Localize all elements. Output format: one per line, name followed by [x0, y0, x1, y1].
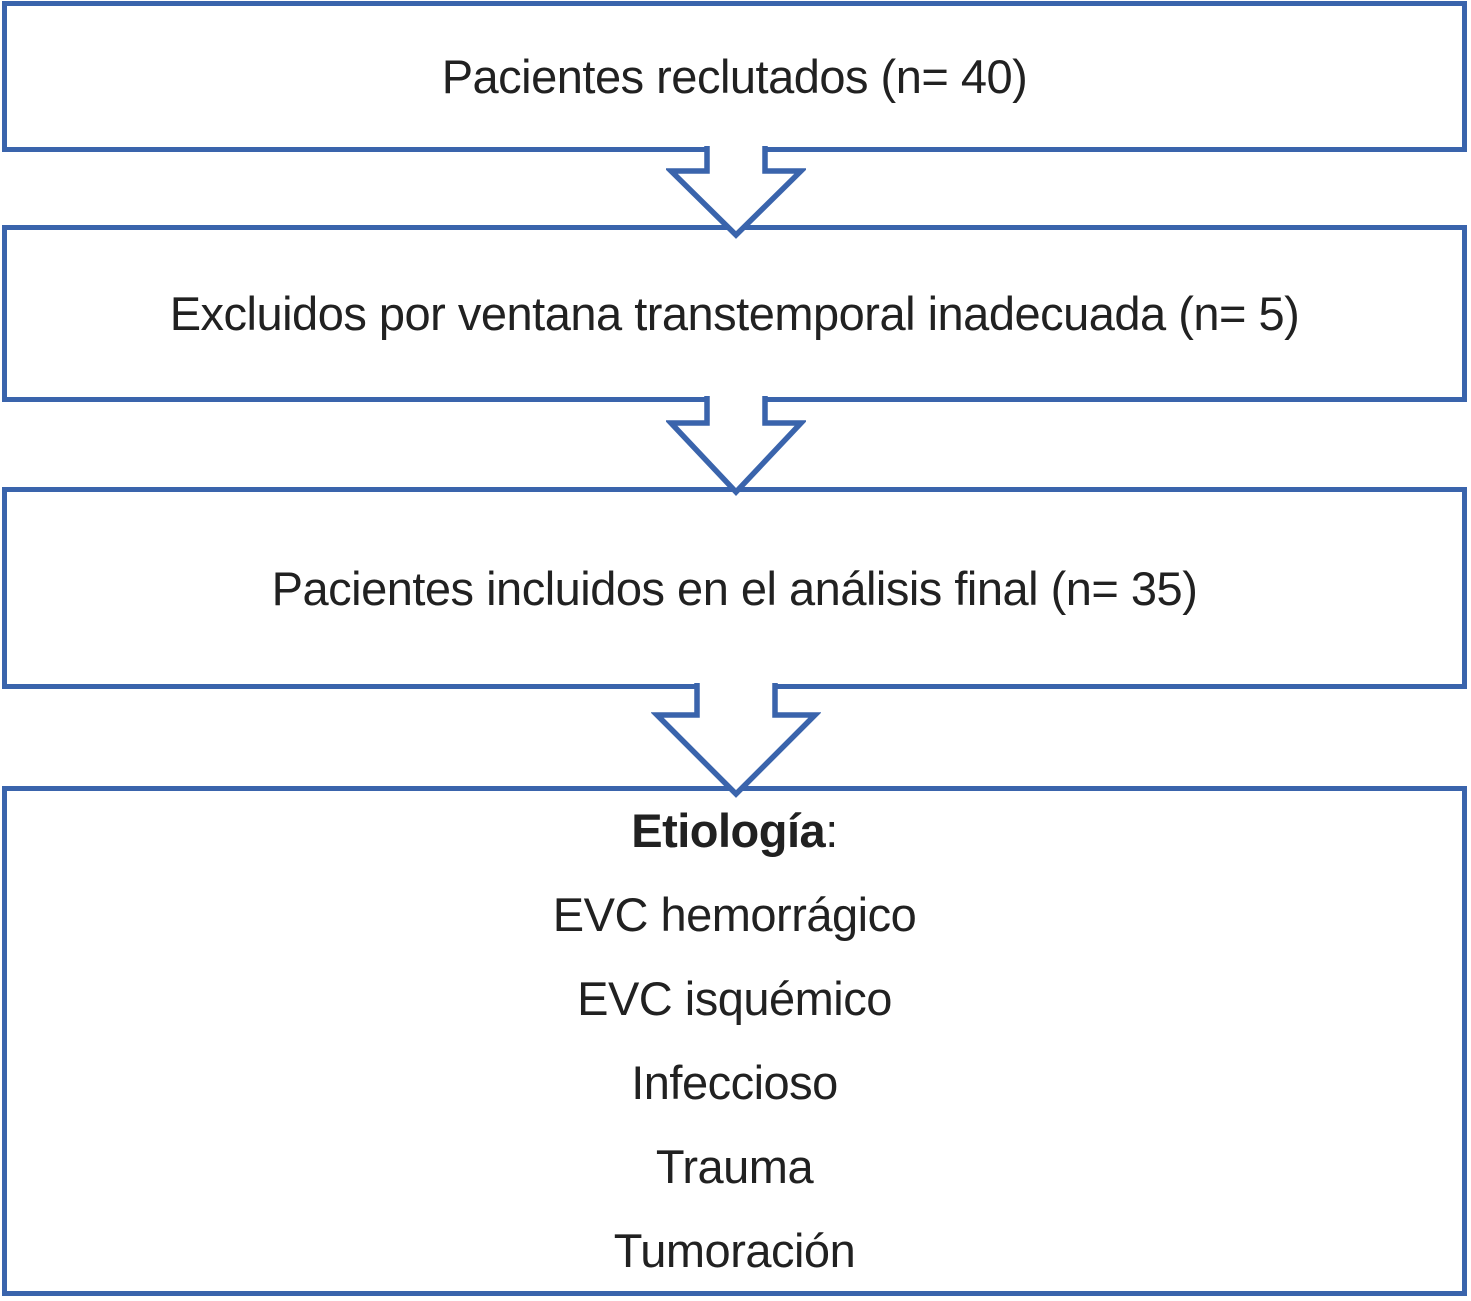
etiology-item-evc-isquemico: EVC isquémico: [577, 972, 892, 1025]
down-arrow-shape: [651, 683, 821, 798]
etiology-title: Etiología:: [553, 789, 916, 873]
etiology-item-tumoracion: Tumoración: [613, 1224, 856, 1277]
etiology-title-text: Etiología: [631, 804, 826, 857]
etiology-item-evc-hemorragico: EVC hemorrágico: [552, 888, 917, 941]
down-arrow-shape: [666, 146, 806, 239]
box-incluidos-analisis-final-label: Pacientes incluidos en el análisis final…: [271, 561, 1198, 615]
etiology-item-infeccioso: Infeccioso: [631, 1056, 838, 1109]
box-etiologia: Etiología: EVC hemorrágico EVC isquémico…: [2, 786, 1467, 1296]
down-arrow-icon: [666, 396, 806, 497]
down-arrow-shape: [666, 396, 806, 497]
etiology-item-trauma: Trauma: [655, 1140, 814, 1193]
box-excluidos: Excluidos por ventana transtemporal inad…: [2, 225, 1467, 402]
down-arrow-icon: [651, 683, 821, 798]
box-incluidos-analisis-final: Pacientes incluidos en el análisis final…: [2, 487, 1467, 689]
etiology-list: Etiología: EVC hemorrágico EVC isquémico…: [552, 789, 917, 1293]
box-pacientes-reclutados-label: Pacientes reclutados (n= 40): [441, 50, 1028, 103]
down-arrow-icon: [666, 146, 806, 239]
box-excluidos-label: Excluidos por ventana transtemporal inad…: [169, 287, 1300, 340]
box-pacientes-reclutados: Pacientes reclutados (n= 40): [2, 1, 1467, 152]
etiology-title-colon: :: [825, 804, 838, 857]
